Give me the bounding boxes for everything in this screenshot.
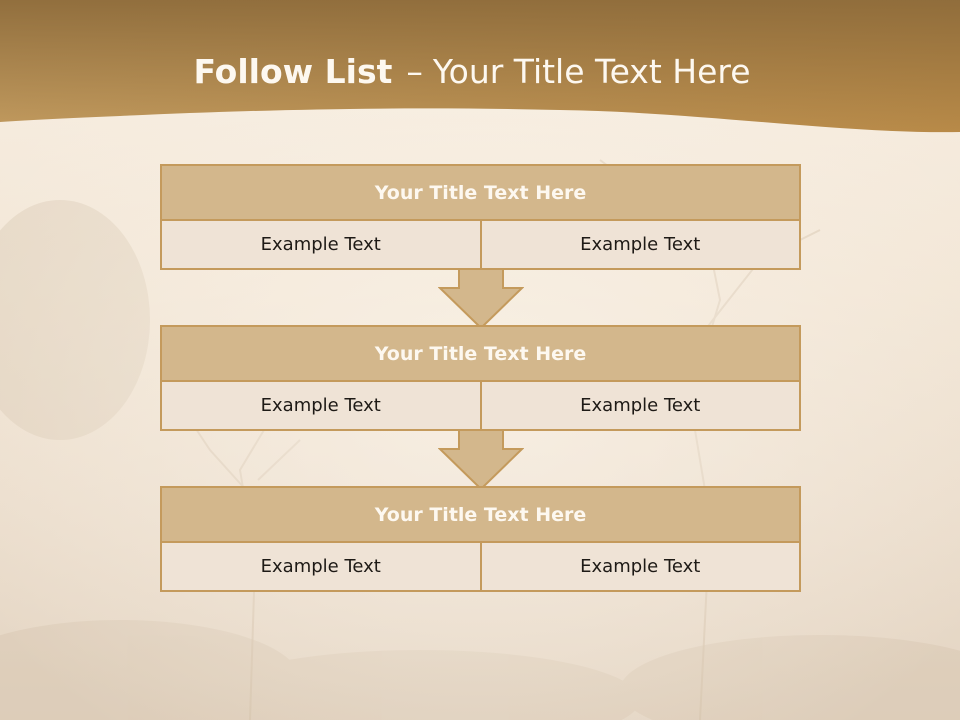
flow-block-row: Example Text Example Text [162,382,799,429]
flow-block-row: Example Text Example Text [162,221,799,268]
flow-block-cell-right: Example Text [479,221,800,268]
flow-block-title: Your Title Text Here [162,166,799,221]
flow-block-cell-right: Example Text [479,382,800,429]
flow-block-cell-right: Example Text [479,543,800,590]
flow-block-title: Your Title Text Here [162,327,799,382]
flow-block-cell-left: Example Text [260,556,381,577]
slide-title-rest: Your Title Text Here [432,52,751,91]
down-arrow-icon [438,429,524,491]
flow-block-3: Your Title Text Here Example Text Exampl… [160,486,801,592]
flow-block-cell-left: Example Text [260,234,381,255]
header-band [0,0,960,133]
flow-block-2: Your Title Text Here Example Text Exampl… [160,325,801,431]
slide-title-separator: – [406,52,423,91]
flow-block-1: Your Title Text Here Example Text Exampl… [160,164,801,270]
down-arrow-icon [438,268,524,330]
flow-block-title: Your Title Text Here [162,488,799,543]
flow-block-row: Example Text Example Text [162,543,799,590]
slide-title: Follow List–Your Title Text Here [0,52,944,91]
flow-block-cell-left: Example Text [260,395,381,416]
slide-title-bold: Follow List [193,52,393,91]
